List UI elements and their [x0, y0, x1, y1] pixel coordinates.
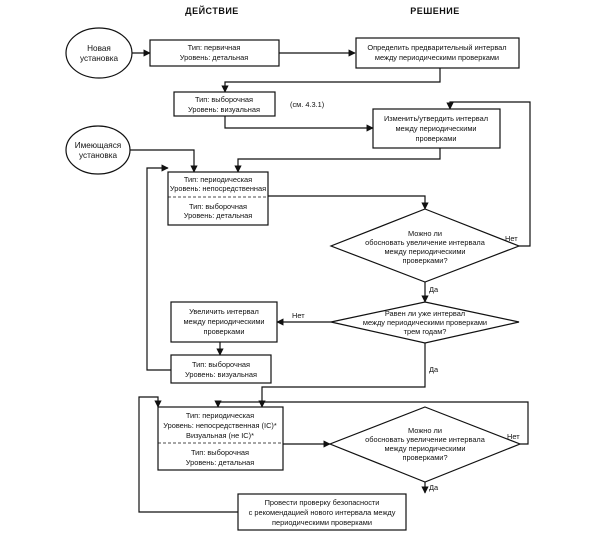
- terminal-new-install-line2: установка: [80, 54, 118, 63]
- header-action: ДЕЙСТВИЕ: [185, 5, 239, 16]
- box-change-confirm-line1: Изменить/утвердить интервал: [384, 114, 488, 123]
- box-change-confirm-line3: проверками: [415, 134, 456, 143]
- label-yes-2: Да: [429, 365, 439, 374]
- box-periodic-ic-line5: Уровень: детальная: [186, 458, 255, 467]
- decision-1-line3: между периодическими: [384, 247, 465, 256]
- box-change-confirm-interval: Изменить/утвердить интервал между период…: [372, 108, 501, 149]
- box-safety-check-line1: Провести проверку безопасности: [265, 498, 380, 507]
- decision-3-line1: Можно ли: [408, 426, 442, 435]
- box-periodic-direct-line3: Тип: выборочная: [189, 202, 247, 211]
- reference-note: (см. 4.3.1): [290, 100, 324, 109]
- decision-justify-increase-1: Можно ли обосновать увеличение интервала…: [329, 208, 521, 283]
- box-increase-interval: Увеличить интервал между периодическими …: [170, 301, 278, 343]
- box-define-interval: Определить предварительный интервал межд…: [355, 37, 520, 69]
- box-sample-visual-1-line1: Тип: выборочная: [195, 95, 253, 104]
- box-define-interval-line1: Определить предварительный интервал: [367, 43, 506, 52]
- box-increase-interval-line3: проверками: [203, 327, 244, 336]
- decision-3-line3: между периодическими: [384, 444, 465, 453]
- box-periodic-direct-line1: Тип: периодическая: [184, 175, 252, 184]
- box-change-confirm-line2: между периодическими: [395, 124, 476, 133]
- label-no-2: Нет: [292, 311, 305, 320]
- label-yes-3: Да: [429, 483, 439, 492]
- box-periodic-direct-line2: Уровень: непосредственная: [170, 184, 266, 193]
- decision-1-line1: Можно ли: [408, 229, 442, 238]
- box-periodic-ic-line3: Визуальная (не IC)*: [186, 431, 254, 440]
- decision-2-line2: между периодическими проверками: [363, 318, 487, 327]
- decision-1-line2: обосновать увеличение интервала: [365, 238, 486, 247]
- box-increase-interval-line2: между периодическими: [183, 317, 264, 326]
- box-sample-visual-2-line1: Тип: выборочная: [192, 360, 250, 369]
- box-increase-interval-line1: Увеличить интервал: [189, 307, 259, 316]
- terminal-new-install-line1: Новая: [87, 44, 111, 53]
- box-periodic-direct: Тип: периодическая Уровень: непосредстве…: [167, 171, 269, 226]
- box-sample-visual-2-line2: Уровень: визуальная: [185, 370, 257, 379]
- box-define-interval-line2: между периодическими проверками: [375, 53, 499, 62]
- decision-equal-three-years: Равен ли уже интервал между периодически…: [330, 301, 520, 344]
- decision-3-line4: проверками?: [402, 453, 447, 462]
- box-sample-visual-1-line2: Уровень: визуальная: [188, 105, 260, 114]
- decision-3-line2: обосновать увеличение интервала: [365, 435, 486, 444]
- terminal-existing-install: Имеющаяся установка: [65, 125, 131, 175]
- label-yes-1: Да: [429, 285, 439, 294]
- box-periodic-direct-line4: Уровень: детальная: [184, 211, 253, 220]
- box-periodic-ic-line2: Уровень: непосредственная (IC)*: [163, 421, 277, 430]
- connectors: [130, 49, 531, 513]
- box-periodic-ic-line1: Тип: периодическая: [186, 411, 254, 420]
- box-safety-check-line3: периодическими проверками: [272, 518, 372, 527]
- header-decision: РЕШЕНИЕ: [410, 6, 460, 16]
- box-periodic-ic-line4: Тип: выборочная: [191, 448, 249, 457]
- label-no-3: Нет: [507, 432, 520, 441]
- box-primary-detailed: Тип: первичная Уровень: детальная: [149, 39, 280, 67]
- label-no-1: Нет: [505, 234, 518, 243]
- decision-2-line1: Равен ли уже интервал: [385, 309, 465, 318]
- box-sample-visual-2: Тип: выборочная Уровень: визуальная: [170, 354, 272, 384]
- box-periodic-ic: Тип: периодическая Уровень: непосредстве…: [157, 406, 284, 471]
- terminal-existing-install-line1: Имеющаяся: [75, 141, 121, 150]
- terminal-new-install: Новая установка: [65, 27, 133, 79]
- box-safety-check: Провести проверку безопасности с рекомен…: [237, 493, 407, 531]
- box-primary-detailed-line1: Тип: первичная: [188, 43, 241, 52]
- decision-2-line3: трем годам?: [404, 327, 447, 336]
- decision-1-line4: проверками?: [402, 256, 447, 265]
- box-primary-detailed-line2: Уровень: детальная: [180, 53, 249, 62]
- decision-justify-increase-2: Можно ли обосновать увеличение интервала…: [328, 406, 522, 483]
- terminal-existing-install-line2: установка: [79, 151, 117, 160]
- box-sample-visual-1: Тип: выборочная Уровень: визуальная: [173, 91, 276, 117]
- box-safety-check-line2: с рекомендацией нового интервала между: [249, 508, 396, 517]
